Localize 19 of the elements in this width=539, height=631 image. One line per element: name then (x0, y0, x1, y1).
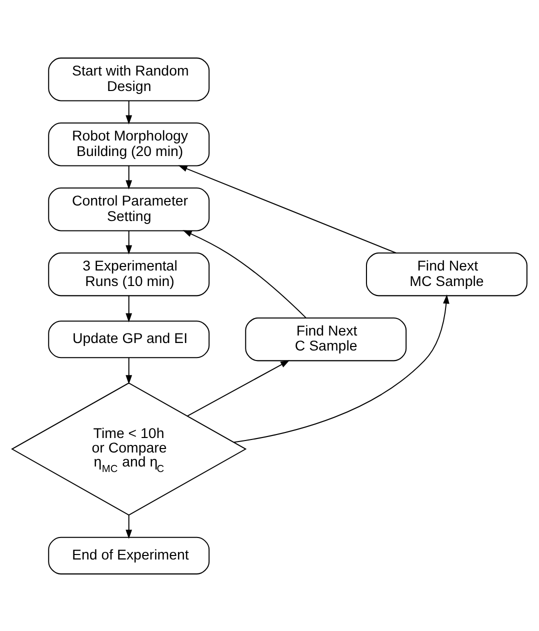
node-diamond: Time < 10h or Compare η$_{MC}$ and η$_{C}$ (11, 382, 247, 516)
node-box: Control Parameter Setting (48, 187, 210, 231)
node-box: 3 Experimental Runs (10 min) (48, 252, 210, 296)
node-box: Update GP and EI (48, 320, 210, 358)
arrow (126, 514, 132, 538)
arrow (126, 296, 132, 322)
node-box: Find Next MC Sample (366, 252, 528, 296)
node-box: End of Experiment (48, 536, 210, 574)
arrow (187, 360, 290, 416)
arrow (178, 164, 396, 253)
node-box: Robot Morphology Building (20 min) (48, 122, 210, 166)
arrow (234, 294, 450, 442)
arrow (126, 357, 132, 384)
node-box: Start with Random Design (48, 57, 210, 101)
node-box: Find Next C Sample (245, 317, 407, 361)
arrow (126, 166, 132, 189)
arrow (182, 230, 306, 318)
arrow (126, 100, 132, 124)
arrow (126, 230, 132, 254)
